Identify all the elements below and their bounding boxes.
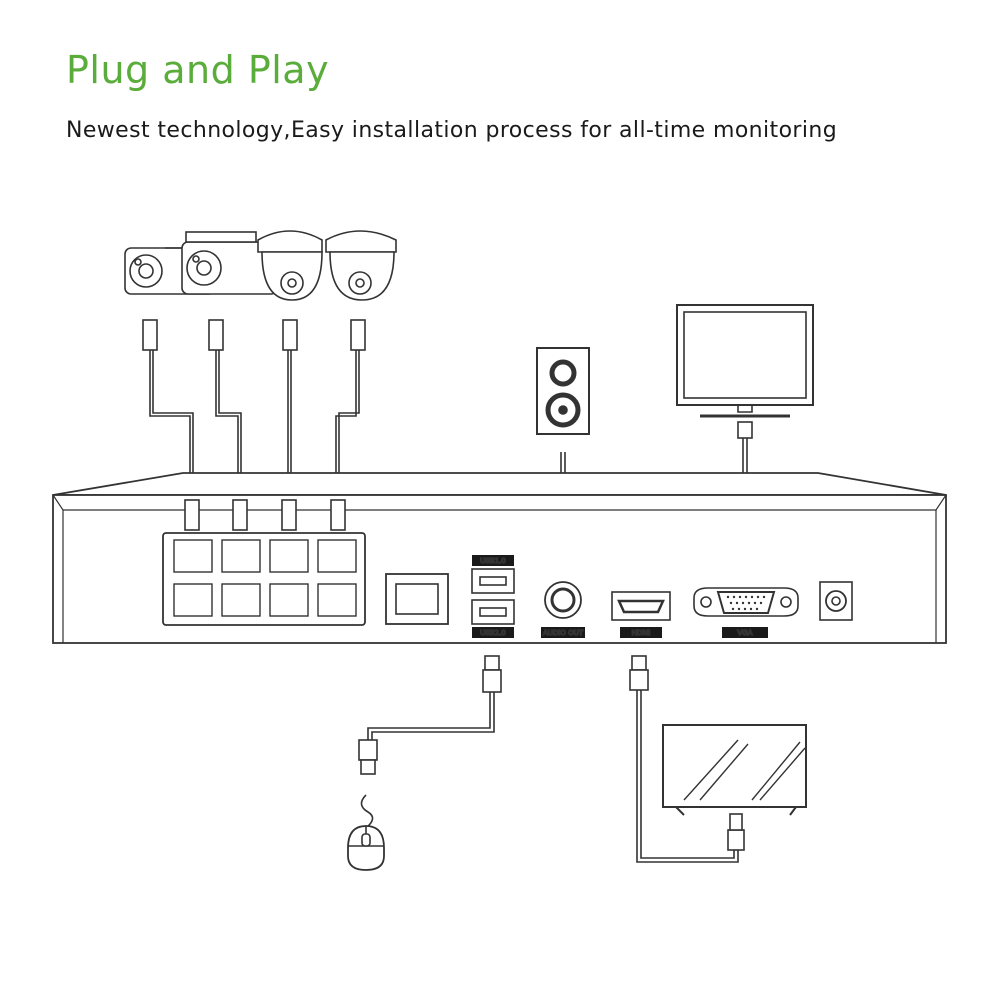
usb-mouse-cable bbox=[358, 655, 502, 775]
vga-monitor-icon bbox=[676, 304, 814, 575]
tv-icon bbox=[662, 724, 807, 816]
usb-ports: USB1.0 USB2.0 bbox=[471, 555, 515, 638]
hdmi-label: HDMI bbox=[632, 629, 651, 637]
usb2-label: USB2.0 bbox=[480, 629, 506, 637]
hdmi-port: HDMI bbox=[611, 591, 671, 638]
bullet-camera-icon bbox=[181, 231, 278, 295]
rj45-connectors bbox=[184, 499, 346, 531]
dome-camera-icon bbox=[325, 230, 397, 301]
audio-out-label: AUDIO OUT bbox=[543, 629, 584, 637]
hdmi-cable bbox=[629, 655, 745, 863]
mouse-icon bbox=[347, 794, 385, 871]
audio-out-port: AUDIO OUT bbox=[541, 581, 585, 638]
camera-group bbox=[124, 230, 397, 301]
page-title: Plug and Play bbox=[66, 48, 330, 92]
vga-label: VGA bbox=[737, 629, 752, 637]
camera-cables bbox=[142, 319, 366, 500]
poe-port-block bbox=[162, 532, 366, 626]
page-subtitle: Newest technology,Easy installation proc… bbox=[66, 118, 838, 143]
vga-port: VGA bbox=[693, 587, 799, 638]
usb1-label: USB1.0 bbox=[480, 557, 506, 565]
power-port bbox=[819, 581, 853, 621]
lan-port bbox=[385, 573, 449, 625]
dome-camera-icon bbox=[257, 230, 323, 301]
